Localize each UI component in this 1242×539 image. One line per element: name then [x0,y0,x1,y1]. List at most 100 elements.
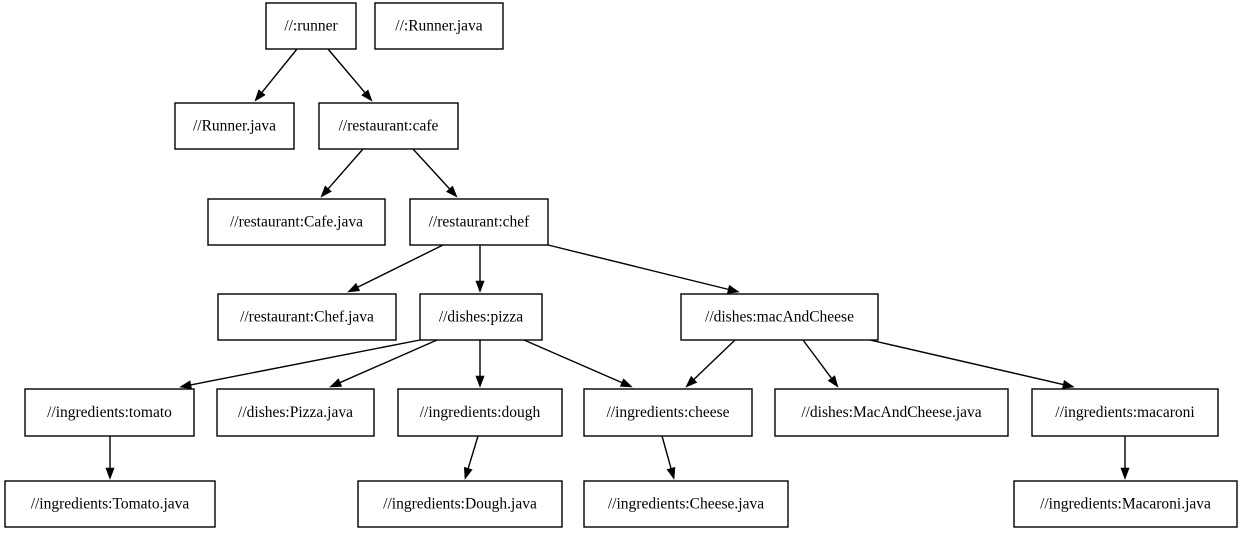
arrowhead-icon [1061,380,1075,389]
node-box[interactable] [24,388,195,437]
edge-line [327,148,364,190]
edge-line [693,339,736,380]
node-label: //ingredients:dough [420,404,541,421]
node-pizza_java[interactable]: //dishes:Pizza.java [216,388,375,437]
node-cafe_java[interactable]: //restaurant:Cafe.java [207,198,386,246]
node-box[interactable] [374,2,504,50]
node-label: //restaurant:chef [429,214,531,231]
edge-pizza-to-cheese [523,339,633,388]
arrowhead-icon [475,280,485,293]
edge-line [190,339,421,386]
arrowhead-icon [685,375,698,388]
arrowhead-icon [320,185,332,198]
node-label: //dishes:pizza [439,309,523,326]
node-tomato_java[interactable]: //ingredients:Tomato.java [4,480,216,528]
edge-line [547,244,729,291]
node-box[interactable] [4,480,216,528]
node-runner_java[interactable]: //Runner.java [174,102,295,150]
node-box[interactable] [318,102,459,150]
node-box[interactable] [397,388,563,437]
edge-chef-to-pizza [475,245,485,293]
edge-chef-to-chef_java [347,244,444,293]
edge-pizza-to-pizza_java [329,339,438,388]
arrowhead-icon [463,466,473,480]
node-box[interactable] [583,388,753,437]
edge-pizza-to-tomato [179,339,421,390]
edge-cafe-to-cafe_java [320,148,364,198]
node-box[interactable] [174,102,295,150]
edge-macandcheese-to-cheese [685,339,736,388]
node-pizza[interactable]: //dishes:pizza [419,293,543,341]
node-macaroni_java[interactable]: //ingredients:Macaroni.java [1013,480,1238,528]
node-box[interactable] [207,198,386,246]
node-macandcheese[interactable]: //dishes:macAndCheese [680,293,879,341]
node-label: //ingredients:Cheese.java [608,496,764,513]
node-label: //ingredients:tomato [47,404,172,421]
node-cafe[interactable]: //restaurant:cafe [318,102,459,150]
node-macandcheese_java[interactable]: //dishes:MacAndCheese.java [774,388,1009,437]
node-chef[interactable]: //restaurant:chef [409,198,549,246]
node-label: //ingredients:Macaroni.java [1040,496,1211,513]
edge-cafe-to-chef [412,148,458,198]
node-cheese[interactable]: //ingredients:cheese [583,388,753,437]
arrowhead-icon [1120,467,1130,480]
node-box[interactable] [409,198,549,246]
arrowhead-icon [827,375,839,388]
arrowhead-icon [347,282,361,293]
arrowhead-icon [475,375,485,388]
edge-line [357,244,444,288]
edge-line [869,339,1064,386]
arrowhead-icon [666,466,676,480]
arrowhead-icon [726,284,740,294]
arrowhead-icon [446,185,458,198]
arrowhead-icon [254,89,266,102]
node-box[interactable] [216,388,375,437]
node-box[interactable] [265,2,357,50]
edge-line [467,435,479,469]
edge-macandcheese-to-macaroni [869,339,1075,389]
node-tomato[interactable]: //ingredients:tomato [24,388,195,437]
edge-tomato-to-tomato_java [105,436,115,480]
edge-macandcheese-to-macandcheese_java [802,339,839,388]
edge-runner-to-runner_java [254,48,298,102]
edge-line [339,339,438,384]
nodes-layer: //:runner //:Runner.java //Runner.java //re… [4,2,1238,528]
edge-line [412,148,451,190]
node-box[interactable] [680,293,879,341]
edge-line [261,48,298,93]
node-root_runner_java[interactable]: //:Runner.java [374,2,504,50]
node-chef_java[interactable]: //restaurant:Chef.java [217,293,397,341]
node-label: //dishes:MacAndCheese.java [801,404,981,421]
node-label: //ingredients:macaroni [1055,404,1195,421]
node-label: //dishes:macAndCheese [705,309,854,326]
node-box[interactable] [1013,480,1238,528]
node-box[interactable] [217,293,397,341]
node-label: //restaurant:cafe [339,118,439,135]
edge-chef-to-macandcheese [547,244,740,294]
node-label: //:Runner.java [395,18,483,35]
node-label: //:runner [284,18,338,35]
node-runner[interactable]: //:runner [265,2,357,50]
node-dough[interactable]: //ingredients:dough [397,388,563,437]
edges-layer [105,48,1130,480]
node-label: //ingredients:Tomato.java [31,496,190,513]
arrowhead-icon [329,378,343,388]
node-box[interactable] [774,388,1009,437]
edge-line [802,339,832,379]
edge-pizza-to-dough [475,340,485,388]
node-box[interactable] [1031,388,1219,437]
edge-macaroni-to-macaroni_java [1120,436,1130,480]
node-cheese_java[interactable]: //ingredients:Cheese.java [583,480,789,528]
node-dough_java[interactable]: //ingredients:Dough.java [357,480,563,528]
node-box[interactable] [583,480,789,528]
edge-line [327,48,366,94]
node-label: //restaurant:Chef.java [240,309,374,326]
node-label: //ingredients:cheese [606,404,729,421]
arrowhead-icon [105,467,115,480]
node-macaroni[interactable]: //ingredients:macaroni [1031,388,1219,437]
node-box[interactable] [357,480,563,528]
arrowhead-icon [619,378,633,388]
node-box[interactable] [419,293,543,341]
